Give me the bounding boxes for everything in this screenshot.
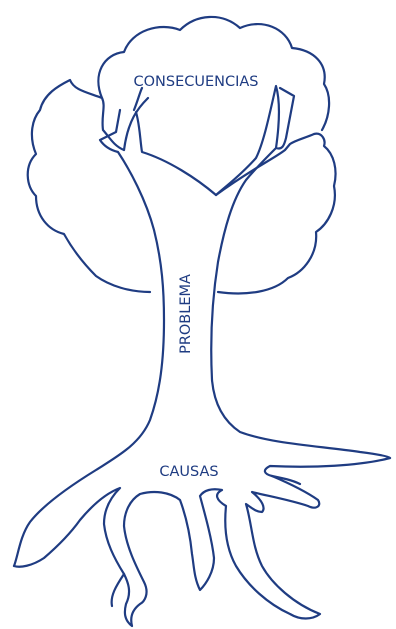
tree-crown-outline [28, 80, 336, 293]
tree-roots-outline [14, 458, 390, 626]
consequences-label: CONSECUENCIAS [133, 74, 258, 90]
causes-label: CAUSAS [159, 464, 218, 480]
problem-label: PROBLEMA [178, 274, 194, 354]
